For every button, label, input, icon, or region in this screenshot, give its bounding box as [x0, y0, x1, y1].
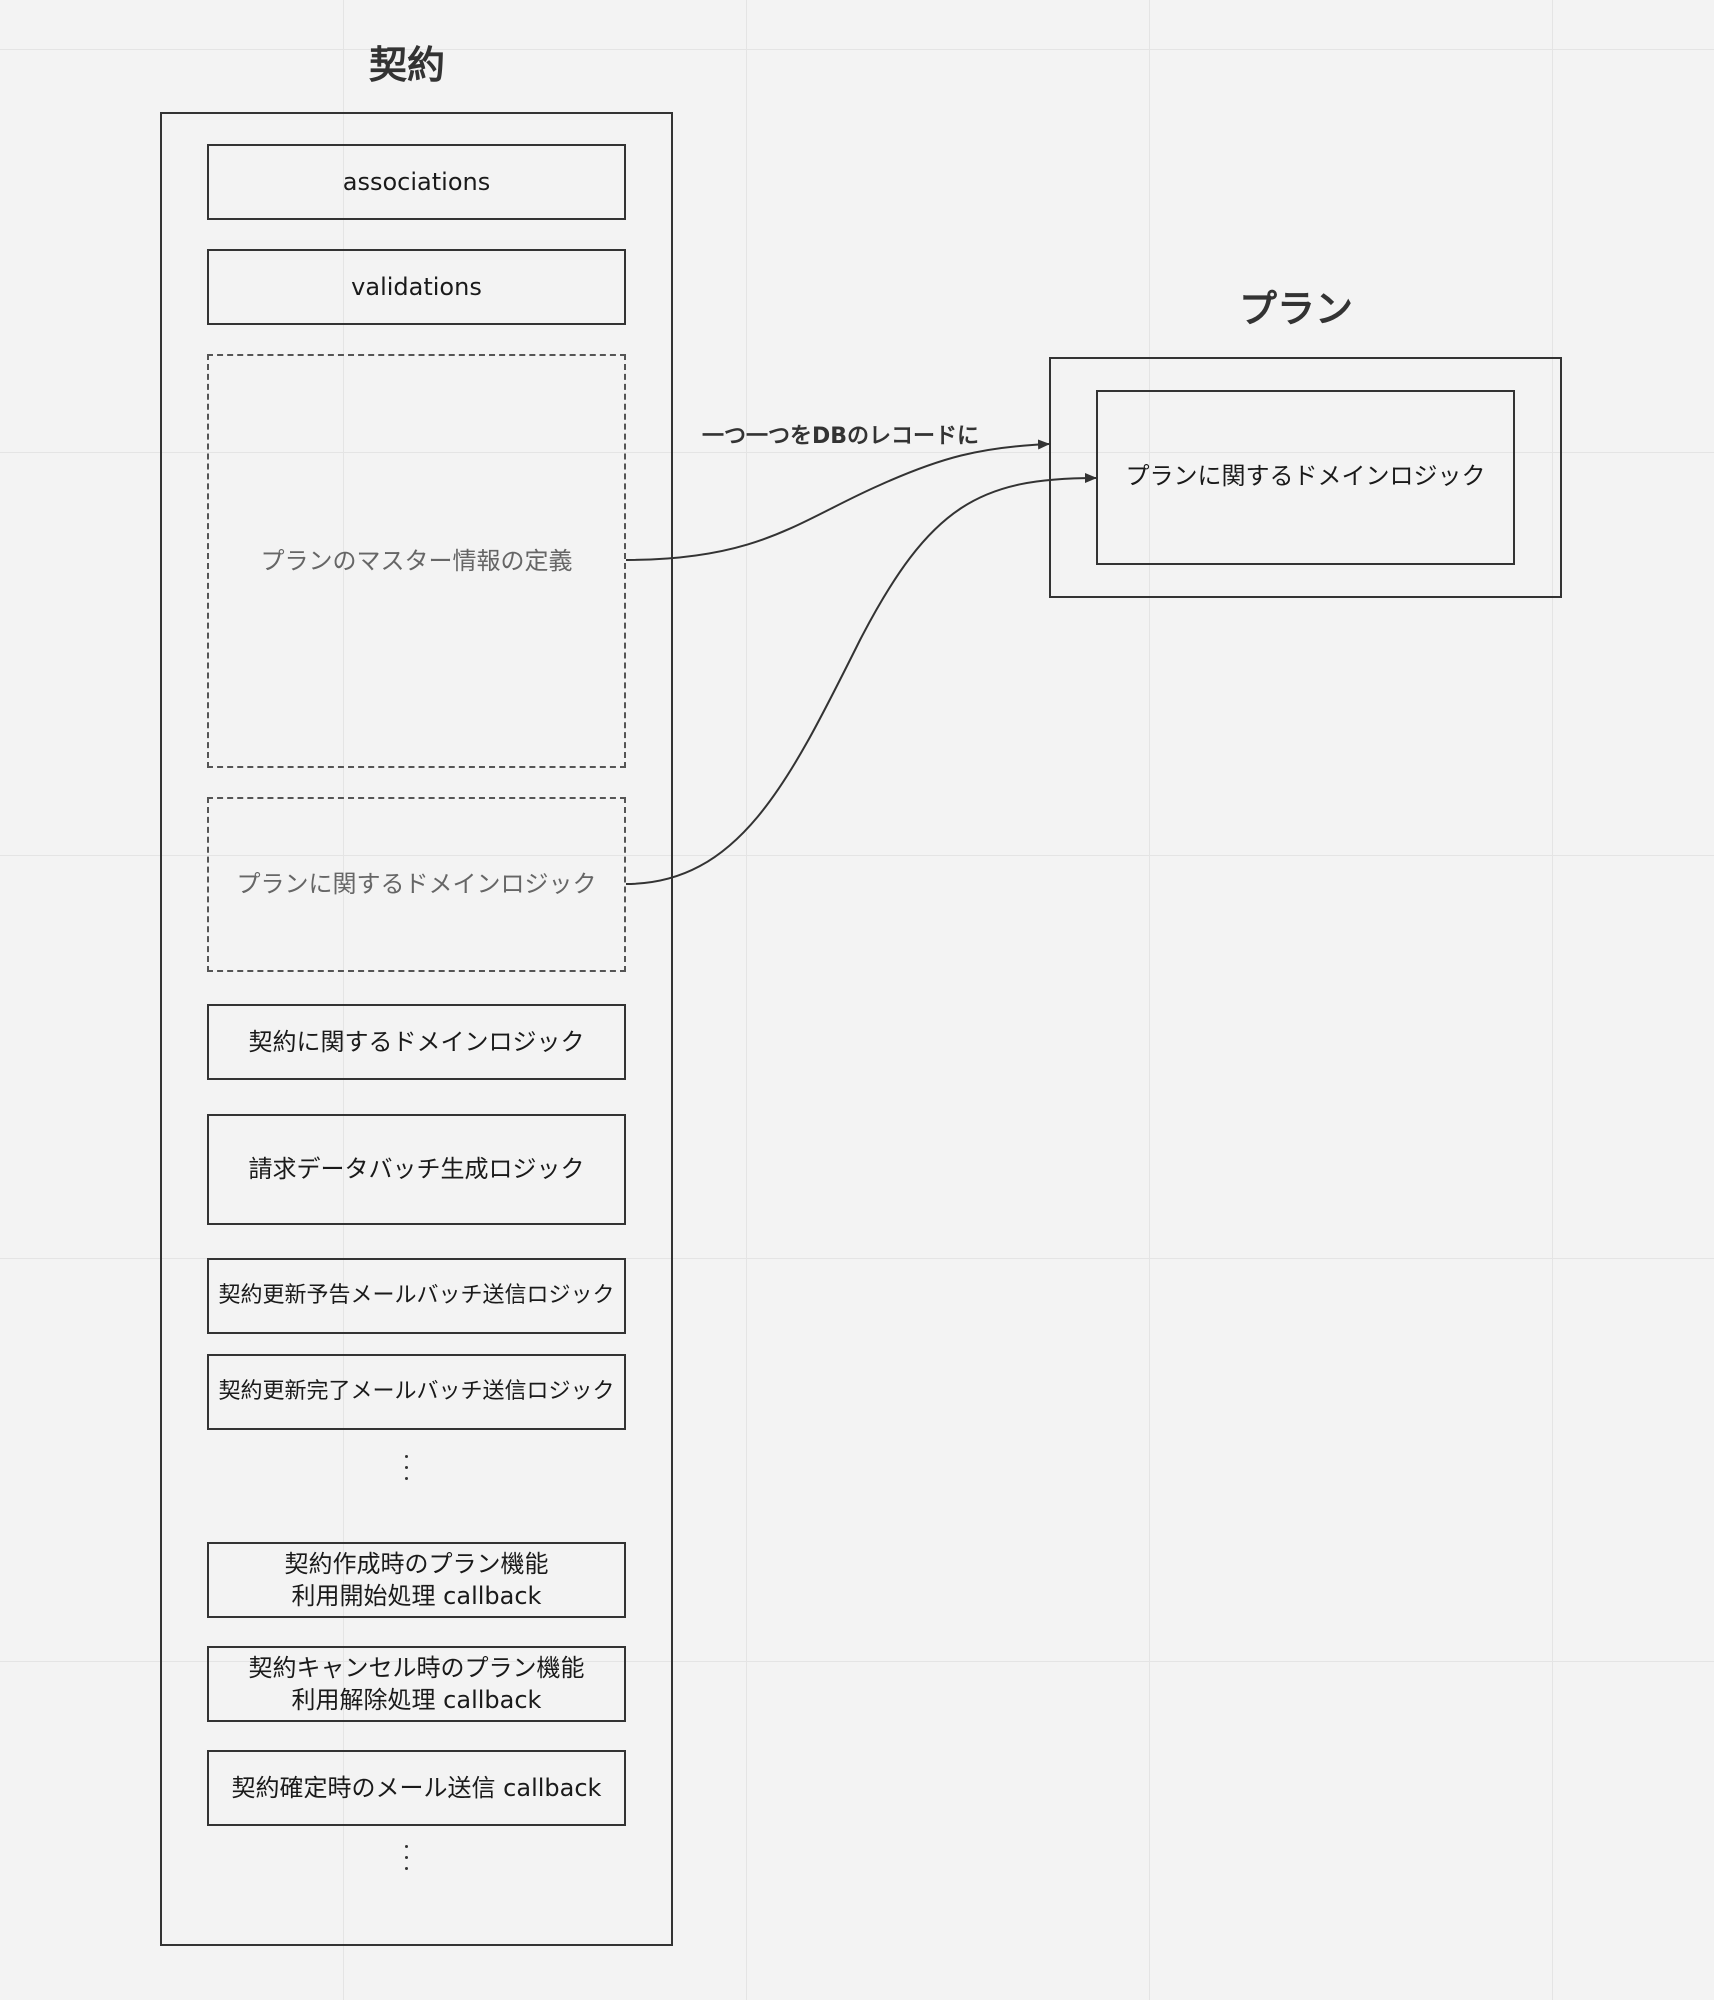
plan-master-definition-label: プランのマスター情報の定義	[260, 546, 573, 575]
ellipsis-vertical-1	[405, 1455, 408, 1480]
contract-domain-logic-label: 契約に関するドメインロジック	[248, 1027, 585, 1056]
associations-block[interactable]: associations	[207, 144, 626, 220]
renewal-complete-mail-label: 契約更新完了メールバッチ送信ロジック	[218, 1379, 615, 1405]
contract-domain-logic-block[interactable]: 契約に関するドメインロジック	[207, 1004, 626, 1080]
plan-inner-domain-logic-label: プランに関するドメインロジック	[1125, 462, 1486, 490]
plan-master-definition-block[interactable]: プランのマスター情報の定義	[207, 354, 626, 768]
plan-start-callback-label: 契約作成時のプラン機能 利用開始処理 callback	[284, 1549, 549, 1610]
confirm-mail-callback-label: 契約確定時のメール送信 callback	[231, 1773, 602, 1802]
renewal-notice-mail-block[interactable]: 契約更新予告メールバッチ送信ロジック	[207, 1258, 626, 1334]
edge-domain-logic-to-plan	[625, 473, 1097, 885]
plan-inner-domain-logic-block[interactable]: プランに関するドメインロジック	[1096, 390, 1515, 565]
plan-domain-logic-block[interactable]: プランに関するドメインロジック	[207, 797, 626, 972]
renewal-complete-mail-block[interactable]: 契約更新完了メールバッチ送信ロジック	[207, 1354, 626, 1430]
ellipsis-vertical-2	[405, 1845, 408, 1870]
edge-label-db-records: 一つ一つをDBのレコードに	[702, 424, 980, 449]
validations-block[interactable]: validations	[207, 249, 626, 325]
billing-batch-block[interactable]: 請求データバッチ生成ロジック	[207, 1114, 626, 1225]
billing-batch-label: 請求データバッチ生成ロジック	[248, 1155, 585, 1184]
dot	[405, 1845, 408, 1848]
plan-start-callback-block[interactable]: 契約作成時のプラン機能 利用開始処理 callback	[207, 1542, 626, 1618]
dot	[405, 1856, 408, 1859]
associations-label: associations	[342, 167, 491, 196]
contract-frame[interactable]	[160, 112, 673, 1946]
dot	[405, 1477, 408, 1480]
plan-cancel-callback-block[interactable]: 契約キャンセル時のプラン機能 利用解除処理 callback	[207, 1646, 626, 1722]
dot	[405, 1466, 408, 1469]
plan-cancel-callback-label: 契約キャンセル時のプラン機能 利用解除処理 callback	[248, 1653, 585, 1714]
renewal-notice-mail-label: 契約更新予告メールバッチ送信ロジック	[218, 1283, 615, 1309]
dot	[405, 1455, 408, 1458]
edge-master-to-plan	[625, 439, 1050, 561]
plan-domain-logic-label: プランに関するドメインロジック	[236, 870, 597, 899]
contract-title: 契約	[368, 43, 445, 87]
dot	[405, 1867, 408, 1870]
validations-label: validations	[351, 272, 482, 301]
confirm-mail-callback-block[interactable]: 契約確定時のメール送信 callback	[207, 1750, 626, 1826]
plan-title: プラン	[1238, 287, 1353, 331]
